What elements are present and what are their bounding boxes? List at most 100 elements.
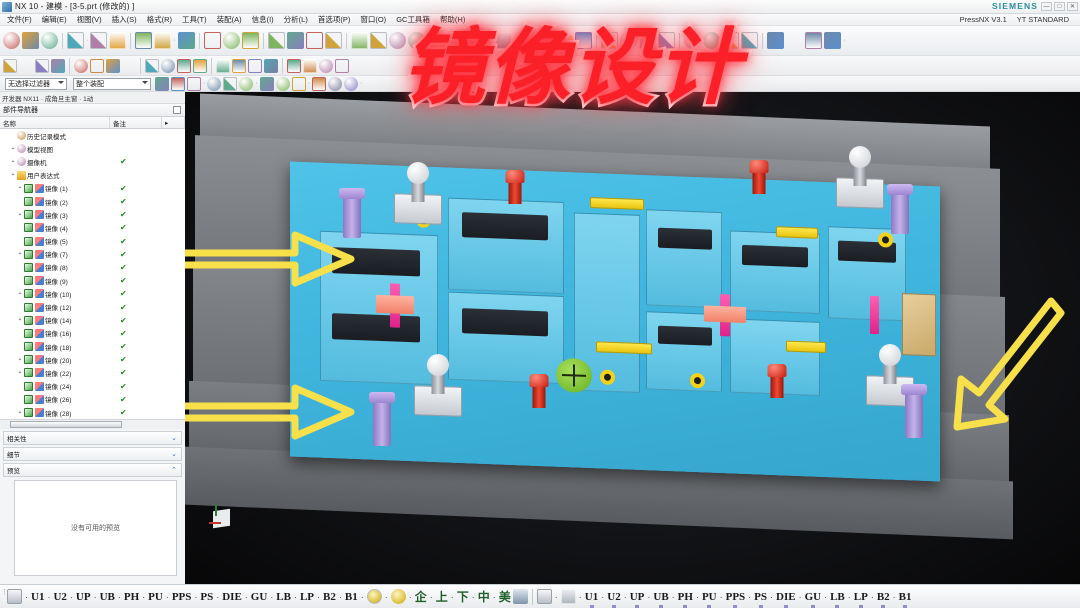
save-icon[interactable]	[67, 32, 84, 49]
menu-icon[interactable]	[3, 32, 20, 49]
bottom-item-pu-1[interactable]: PU	[148, 590, 163, 603]
bottom-item-gu-1[interactable]: GU	[250, 590, 268, 603]
tree-row[interactable]: +镜像 (22)✔	[0, 366, 185, 379]
origin-marker-icon[interactable]	[556, 357, 592, 394]
render-style-icon[interactable]	[51, 58, 65, 73]
bottom-item-pu-2[interactable]: PU	[701, 591, 718, 608]
intersect-icon[interactable]	[450, 32, 468, 49]
tree-horizontal-scrollbar[interactable]	[0, 419, 185, 429]
draft-icon[interactable]	[601, 32, 619, 49]
bottom-item-ph-1[interactable]: PH	[123, 590, 140, 603]
tree-expander-icon[interactable]: +	[18, 356, 22, 363]
tree-row[interactable]: 镜像 (8)✔	[0, 261, 185, 274]
bottom-item-lb-1[interactable]: LB	[276, 590, 291, 603]
bottom-item-lb-2[interactable]: LB	[829, 591, 846, 608]
tree-row[interactable]: +镜像 (1)✔	[0, 182, 185, 195]
tree-row-check[interactable]: ✔	[120, 368, 127, 378]
close-button[interactable]: ✕	[1067, 2, 1078, 11]
chamfer-icon[interactable]	[575, 32, 593, 49]
settings-icon[interactable]	[536, 589, 552, 604]
die-subplate[interactable]	[730, 230, 820, 314]
menu-file[interactable]: 文件(F)	[7, 15, 32, 24]
tree-row-check[interactable]: ✔	[120, 249, 127, 259]
mirror-icon[interactable]	[518, 32, 536, 49]
front-view-icon[interactable]	[232, 58, 246, 73]
feature-suppress-icon[interactable]	[24, 394, 33, 404]
tree-row-check[interactable]: ✔	[120, 210, 127, 220]
constraint-icon[interactable]	[722, 32, 740, 49]
tree-row-check[interactable]: ✔	[120, 315, 127, 325]
tree-expander-icon[interactable]: +	[18, 409, 22, 416]
snap-arc-center-icon[interactable]	[312, 76, 327, 91]
revolve-icon[interactable]	[305, 32, 323, 49]
top-view-icon[interactable]	[216, 58, 230, 73]
tree-expander-icon[interactable]: +	[18, 317, 22, 324]
trim-icon[interactable]	[390, 589, 406, 604]
die-design-icon[interactable]	[786, 32, 803, 49]
frame-icon[interactable]	[560, 589, 576, 604]
panel-section-2[interactable]: 预览⌃	[3, 463, 182, 477]
tree-row-check[interactable]: ✔	[120, 236, 127, 246]
die-subplate[interactable]	[646, 311, 722, 393]
refresh-view-icon[interactable]	[203, 32, 221, 49]
tree-expander-icon[interactable]: +	[11, 172, 15, 179]
bottom-item-b1-1[interactable]: B1	[344, 590, 358, 603]
redo-icon[interactable]	[177, 32, 195, 49]
bottom-item-pps-1[interactable]: PPS	[171, 590, 192, 603]
yellow-ring-icon[interactable]	[600, 369, 615, 385]
red-stopper[interactable]	[747, 160, 771, 194]
bottom-item-lp-1[interactable]: LP	[299, 590, 315, 603]
feature-suppress-icon[interactable]	[24, 328, 33, 338]
menu-assemblies[interactable]: 装配(A)	[216, 15, 242, 24]
fit-view-icon[interactable]	[145, 58, 159, 73]
assembly-icon[interactable]	[684, 32, 702, 49]
tree-column-extra[interactable]: ▸	[162, 117, 185, 128]
pin-icon[interactable]	[173, 106, 181, 114]
tree-expander-icon[interactable]: +	[18, 251, 22, 258]
tree-row[interactable]: +镜像 (7)✔	[0, 248, 185, 261]
tree-expander-icon[interactable]: +	[18, 369, 22, 376]
bottom-item-u2-2[interactable]: U2	[606, 591, 621, 608]
snap-quadrant-icon[interactable]	[328, 76, 343, 91]
tan-block[interactable]	[902, 293, 936, 357]
feature-suppress-icon[interactable]	[24, 408, 33, 418]
tree-row-check[interactable]: ✔	[120, 328, 127, 338]
tree-row[interactable]: +镜像 (14)✔	[0, 314, 185, 327]
maximize-button[interactable]: □	[1054, 2, 1065, 11]
purple-pin[interactable]	[899, 384, 929, 440]
menu-insert[interactable]: 插入(S)	[111, 15, 137, 24]
purple-pin[interactable]	[337, 188, 367, 240]
tree-row-check[interactable]: ✔	[120, 183, 127, 193]
select-edge-icon[interactable]	[187, 76, 201, 91]
strip-layout-icon[interactable]	[824, 32, 842, 49]
snap-intersect-icon[interactable]	[291, 76, 306, 91]
feature-suppress-icon[interactable]	[24, 223, 33, 233]
tree-row-check[interactable]: ✔	[120, 408, 127, 418]
window-icon[interactable]	[241, 32, 259, 49]
open-folder-icon[interactable]	[41, 32, 58, 49]
snap-point-icon[interactable]	[223, 76, 238, 91]
tree-row[interactable]: +用户表达式	[0, 169, 185, 182]
chevron-icon[interactable]: ⌄	[171, 451, 177, 458]
feature-suppress-icon[interactable]	[24, 355, 33, 365]
tree-row[interactable]: 历史记录模式	[0, 129, 185, 142]
tree-row[interactable]: 镜像 (4)✔	[0, 221, 185, 234]
snap-end-icon[interactable]	[239, 76, 254, 91]
tree-row-check[interactable]: ✔	[120, 262, 127, 272]
pattern-icon[interactable]	[369, 32, 387, 49]
paste-icon[interactable]	[135, 32, 153, 49]
feature-suppress-icon[interactable]	[24, 210, 33, 220]
select-body-icon[interactable]	[207, 76, 222, 91]
tree-row[interactable]: 镜像 (12)✔	[0, 300, 185, 313]
die-subplate[interactable]	[448, 291, 564, 385]
bottom-item-ub-2[interactable]: UB	[652, 591, 669, 608]
snap-existing-icon[interactable]	[344, 76, 359, 91]
bottom-item-b1-2[interactable]: B1	[898, 591, 913, 608]
tree-row[interactable]: +模型视图	[0, 142, 185, 155]
tree-row[interactable]: +镜像 (10)✔	[0, 287, 185, 300]
iso-view-icon[interactable]	[264, 58, 278, 73]
standard-part-icon[interactable]	[767, 32, 785, 49]
menu-analysis[interactable]: 分析(L)	[283, 15, 308, 24]
measure-icon[interactable]	[469, 32, 487, 49]
menu-pressnx-version[interactable]: PressNX V3.1	[959, 15, 1007, 24]
